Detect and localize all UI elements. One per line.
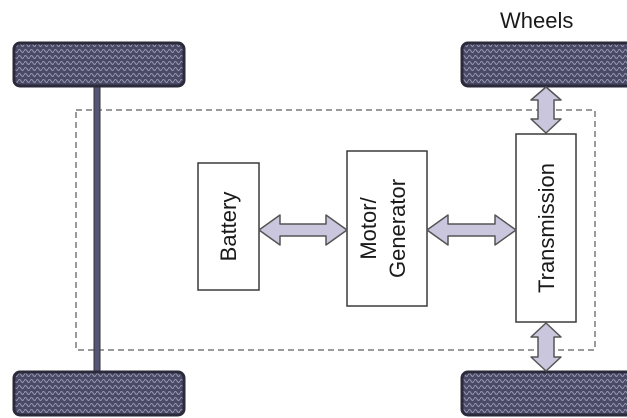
tire-front-right-icon <box>460 41 627 88</box>
axle <box>93 83 101 377</box>
motor-generator-box <box>346 150 428 307</box>
battery-label: Battery <box>216 192 241 262</box>
battery-box <box>197 162 260 291</box>
tire-rear-right-icon <box>460 370 627 417</box>
tire-front-left-icon <box>12 41 186 88</box>
double-arrow-icon <box>258 214 348 246</box>
double-arrow-icon <box>530 86 562 134</box>
transmission-box <box>515 133 577 323</box>
motor-label-line2: Generator <box>385 179 410 278</box>
transmission-label: Transmission <box>534 163 559 293</box>
double-arrow-icon <box>426 214 517 246</box>
motor-label-line1: Motor/ <box>356 196 381 259</box>
wheels-label: Wheels <box>500 8 573 33</box>
tire-rear-left-icon <box>12 370 186 417</box>
double-arrow-icon <box>530 322 562 372</box>
